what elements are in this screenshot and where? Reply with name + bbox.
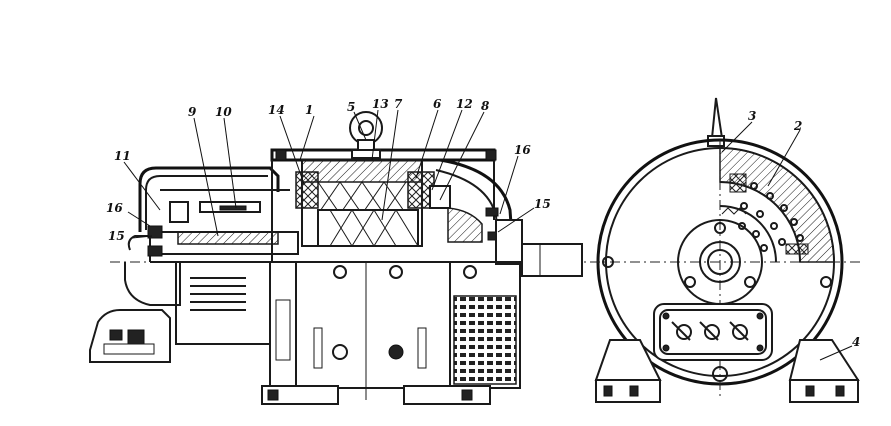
rear-end-shield — [124, 235, 181, 306]
callout-label-16-right: 16 — [514, 143, 531, 157]
callout-label-11: 11 — [114, 149, 131, 163]
end-bottom-bolt — [712, 366, 728, 382]
callout-label-5: 5 — [347, 100, 355, 114]
front-fan-shield — [429, 158, 514, 243]
callout-label-2: 2 — [793, 119, 802, 133]
callout-label-9: 9 — [188, 105, 197, 119]
lower-housing — [175, 261, 521, 400]
callout-label-4: 4 — [852, 335, 860, 349]
callout-label-15-left: 15 — [108, 229, 125, 243]
callout-label-13: 13 — [372, 97, 389, 111]
callout-label-6: 6 — [433, 97, 442, 111]
cutaway-quadrant — [719, 147, 835, 263]
callout-label-15-right: 15 — [534, 197, 551, 211]
side-feet — [261, 385, 491, 405]
callout-label-1: 1 — [305, 103, 313, 117]
callout-label-8: 8 — [481, 99, 490, 113]
callout-leaders — [123, 109, 853, 361]
vent-grille — [453, 295, 517, 385]
rear-vent-slots — [190, 277, 246, 311]
terminal-box-side — [89, 309, 171, 363]
callout-label-12: 12 — [456, 97, 473, 111]
shaft-rear-section — [147, 201, 300, 263]
front-shaft-end — [495, 219, 583, 277]
end-terminal-box — [653, 303, 773, 361]
end-feet — [594, 339, 860, 403]
lifting-eye — [349, 111, 383, 159]
callout-label-3: 3 — [748, 109, 756, 123]
end-view — [590, 97, 860, 403]
rotor — [317, 209, 419, 247]
side-view — [89, 111, 600, 405]
callout-label-14: 14 — [268, 103, 285, 117]
callout-label-7: 7 — [394, 97, 403, 111]
callout-label-16-left: 16 — [106, 201, 123, 215]
callout-labels: 1 2 3 4 5 6 7 8 9 10 11 12 13 14 15 15 1… — [106, 97, 860, 349]
callout-label-10: 10 — [215, 105, 232, 119]
stator-slots — [738, 182, 804, 252]
